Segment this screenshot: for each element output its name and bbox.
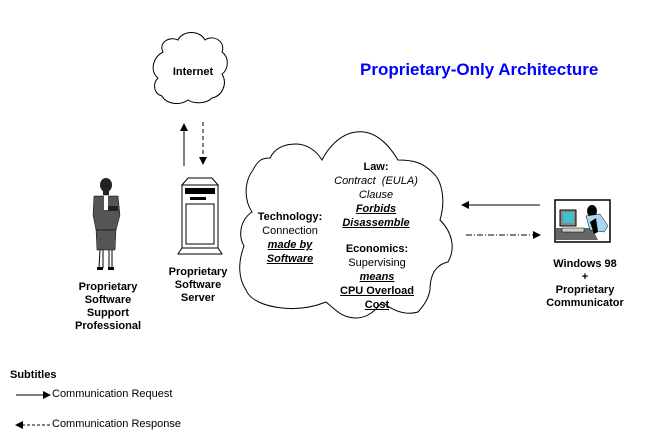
client-line: Proprietary [555,284,615,296]
law-line: Contract (EULA) [334,175,418,187]
legend-title: Subtitles [10,369,57,381]
law-line: Clause [358,189,394,201]
technology-line: made by [267,239,313,251]
support-professional-label: Proprietary Software Support Professiona… [66,281,150,333]
law-heading: Law: [363,161,389,173]
technology-heading: Technology: [257,211,323,223]
support-line: Professional [74,320,142,332]
economics-line: means [359,271,395,283]
client-line: Windows 98 [553,258,617,270]
economics-line: Cost [364,299,390,311]
economics-block: Economics: Supervising means CPU Overloa… [330,242,424,312]
law-block: Law: Contract (EULA) Clause Forbids Disa… [326,160,426,230]
technology-line: Connection [262,225,318,237]
client-label: Windows 98 + Proprietary Communicator [540,258,630,310]
economics-line: CPU Overload [340,285,414,297]
support-line: Proprietary [78,281,138,293]
law-line: Forbids [355,203,397,215]
legend-request-label: Communication Request [52,388,173,400]
central-cloud [239,131,453,319]
economics-line: Supervising [348,257,406,269]
internet-cloud [152,32,228,104]
server-line: Proprietary [168,266,228,278]
client-line: Communicator [546,297,624,309]
page-title: Proprietary-Only Architecture [360,60,599,79]
support-professional-icon [92,178,121,270]
legend-response-label: Communication Response [52,418,182,430]
client-line: + [581,271,589,283]
server-icon [177,177,223,255]
law-line: Disassemble [342,217,410,229]
support-line: Support [86,307,130,319]
technology-line: Software [266,253,314,265]
internet-label: Internet [172,66,214,78]
economics-heading: Economics: [345,243,409,255]
client-computer-icon [554,199,611,243]
server-line: Server [180,292,216,304]
technology-block: Technology: Connection made by Software [252,210,328,266]
server-label: Proprietary Software Server [158,266,238,305]
support-line: Software [84,294,132,306]
server-line: Software [174,279,222,291]
